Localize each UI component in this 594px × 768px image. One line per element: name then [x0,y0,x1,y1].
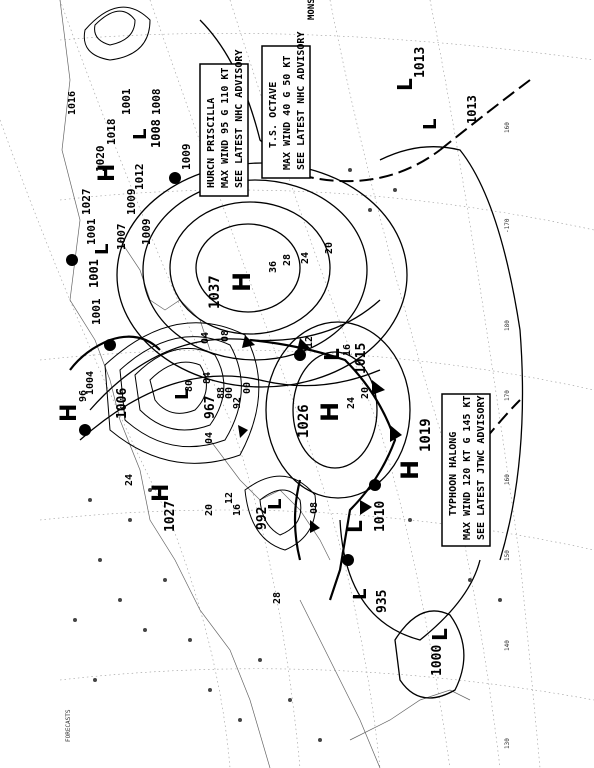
low-1015-letter: L [320,348,344,361]
longitude-label: 130 [504,738,511,749]
isobar-label: 00 [242,382,253,394]
isobar-label: 28 [282,254,293,266]
advisory-octave: T.S. OCTAVE MAX WIND 40 G 50 KT SEE LATE… [261,32,311,179]
high-1037-value: 1037 [207,275,223,309]
isobar-label: 28 [272,592,283,604]
high-1006-letter: H [57,404,82,422]
isobar-label: 12 [304,336,315,348]
advisory-halong-line1: TYPHOON HALONG [448,432,459,516]
longitude-label: 160 [504,122,511,133]
low-967-value: 967 [203,396,218,419]
isobar-label: 1007 [115,224,128,251]
low-992-letter: L [265,499,286,510]
isobar-label: 80 [184,380,195,392]
isobar-label: 1004 [85,371,96,395]
isobar-label: 20 [204,504,215,516]
isobar-label: 1012 [133,164,146,191]
station-note: FORECASTS [65,709,72,742]
monsoon-corner-label: MONSO [307,0,317,20]
isobar-label: 00 [224,387,235,399]
high-1026-letter: H [316,402,344,422]
low-1013-value: 1013 [413,47,428,78]
isobar-label: 1001 [120,88,133,115]
isobar-label: 24 [300,252,311,264]
isobar-label: 1016 [67,91,78,115]
advisory-priscilla: HURCN PRISCILLA MAX WIND 95 G 110 KT SEE… [199,50,249,197]
low-1010-value: 1010 [373,501,388,532]
coastlines [59,0,471,768]
isobar-label: 20 [360,387,371,399]
isobar-label: 16 [342,344,353,356]
high-1019-letter: H [396,460,424,480]
longitude-label: 170 [504,390,511,401]
isobar-label: 88 [216,387,227,399]
advisory-halong-line2: MAX WIND 120 KT G 145 KT [462,396,473,541]
low-935-value: 935 [375,590,390,613]
isobar-label: 12 [224,492,235,504]
low-1001-value: 1001 [87,259,101,288]
high-1006-value: 1006 [115,388,130,419]
advisory-priscilla-line3: SEE LATEST NHC ADVISORY [234,50,245,188]
high-1037-letter: H [228,272,256,292]
longitude-label: 150 [504,550,511,561]
high-1027-letter: H [149,484,174,502]
low-1015-value: 1015 [354,343,369,374]
isobar-label: 04 [204,432,215,444]
low-967-letter: L [172,389,193,400]
isobar-label: 08 [309,502,320,514]
isobar-label: 92 [232,397,243,409]
isobar-label: 16 [232,504,243,516]
low-992-value: 992 [255,507,270,530]
isobar-label: 84 [202,372,213,384]
longitude-label: 140 [504,640,511,651]
low-935-letter: L [350,589,371,600]
high-1027-value: 1027 [163,501,178,532]
low-1001-letter: L [92,244,113,255]
low-1008-letter: L [130,129,151,140]
advisory-priscilla-line2: MAX WIND 95 G 110 KT [220,68,231,188]
isobar-label: 1009 [180,144,193,171]
isobar-label: 1009 [125,189,138,216]
longitude-labels: -170 180 170 160 150 140 130 160 [504,122,511,749]
isobar-label: 1001 [85,218,98,245]
isobar-label: 1008 [150,89,163,116]
high-1026-value: 1026 [296,404,312,438]
isobar-label: 36 [268,261,279,273]
low-1000-value: 1000 [430,645,445,676]
isobar-label: 1009 [140,219,153,246]
low-1008-value: 1008 [149,119,163,148]
advisory-halong: TYPHOON HALONG MAX WIND 120 KT G 145 KT … [441,393,491,547]
low-1013-letter: L [393,78,417,91]
isobar-label: 08 [220,330,231,342]
isobar-value-labels: 1009 1009 1009 1007 1001 1001 1001 1020 … [67,88,479,604]
longitude-label: 160 [504,474,511,485]
longitude-label: 180 [504,320,511,331]
front-symbols [66,172,402,566]
isobar-label: 20 [324,242,335,254]
advisory-octave-line1: T.S. OCTAVE [268,82,279,148]
isobar-label: 96 [78,390,89,402]
isobar-label: 24 [124,474,135,486]
isobar-label: 24 [346,397,357,409]
advisory-octave-line3: SEE LATEST NHC ADVISORY [296,32,307,170]
isobar-label: 1027 [80,189,93,216]
isobar-label: 04 [200,332,211,344]
low-1000-letter: L [428,628,452,641]
isobar-label: 1020 [94,146,107,173]
isobar-label: 1013 [465,95,479,124]
advisory-halong-line3: SEE LATEST JTWC ADVISORY [476,396,487,541]
high-1019-value: 1019 [418,418,434,452]
isobar-label: 1001 [90,298,103,325]
isobar-label: 1018 [105,119,118,146]
pressure-centers: H 1037 H 1026 H 1019 H 1027 H 1006 H L 1… [57,47,452,676]
longitude-label: -170 [504,218,511,233]
advisory-priscilla-line1: HURCN PRISCILLA [206,98,217,188]
advisory-octave-line2: MAX WIND 40 G 50 KT [282,56,293,170]
isobars [79,6,524,699]
low-1010-letter: L [343,520,367,533]
low-east-letter: L [420,119,441,130]
high-north-letter: H [95,164,120,182]
station-plots [73,168,502,742]
